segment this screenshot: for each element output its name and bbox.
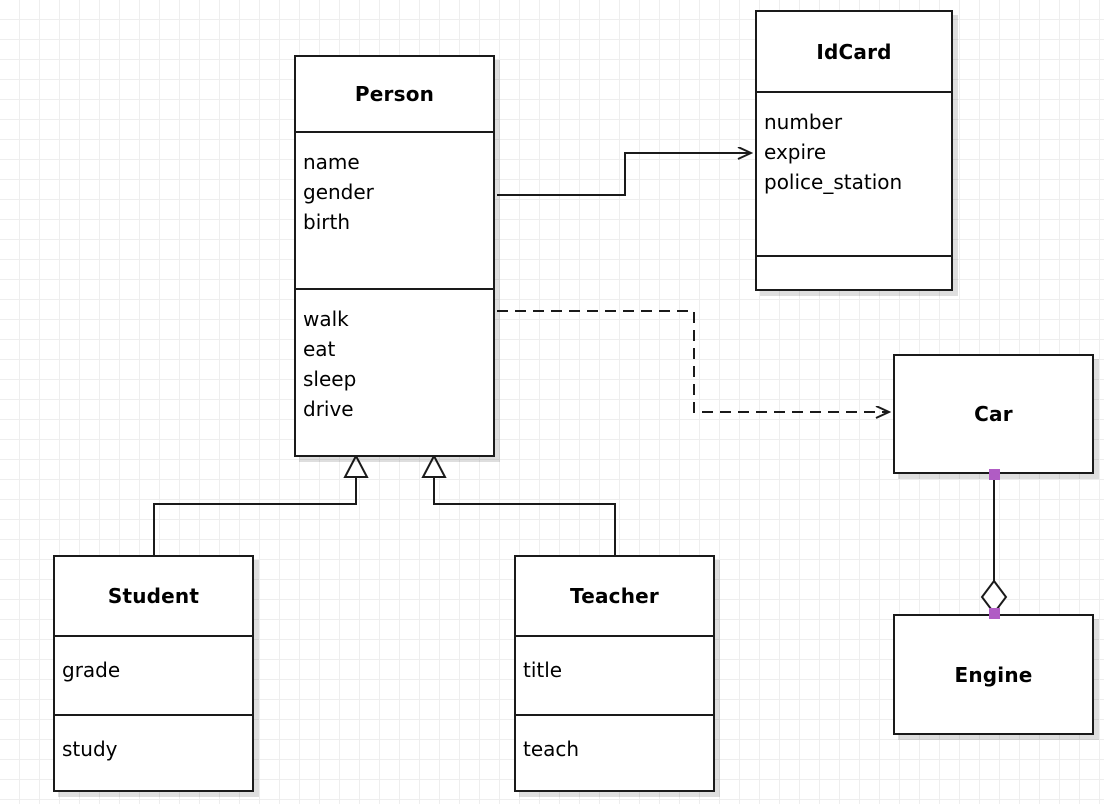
attributes-compartment-person: name gender birth xyxy=(296,131,493,288)
attribute-item: expire xyxy=(764,140,827,164)
attribute-item: grade xyxy=(62,658,121,682)
class-box-person[interactable]: Person name gender birth walk eat sleep … xyxy=(294,55,495,457)
class-name-compartment-engine: Engine xyxy=(895,616,1092,733)
operations-compartment-student: study xyxy=(55,714,252,790)
operation-item: sleep xyxy=(303,367,357,391)
edge-handle-source[interactable] xyxy=(989,469,1000,480)
class-name-engine: Engine xyxy=(954,662,1033,687)
class-box-car[interactable]: Car xyxy=(893,354,1094,474)
attributes-compartment-idcard: number expire police_station xyxy=(757,91,951,255)
attribute-item: title xyxy=(523,658,563,682)
operations-compartment-teacher: teach xyxy=(516,714,713,790)
class-box-engine[interactable]: Engine xyxy=(893,614,1094,735)
relationship-dependency-person-car[interactable] xyxy=(497,310,889,412)
attributes-compartment-teacher: title xyxy=(516,635,713,714)
operation-item: drive xyxy=(303,397,354,421)
relationship-generalization-student-person[interactable] xyxy=(153,453,369,555)
class-name-compartment-idcard: IdCard xyxy=(757,12,951,91)
operations-compartment-person: walk eat sleep drive xyxy=(296,288,493,455)
relationship-aggregation-car-engine[interactable] xyxy=(980,474,1008,615)
class-name-idcard: IdCard xyxy=(816,39,892,64)
class-name-compartment-teacher: Teacher xyxy=(516,557,713,635)
relationship-generalization-teacher-person[interactable] xyxy=(421,453,616,555)
class-name-person: Person xyxy=(354,82,435,106)
class-name-compartment-student: Student xyxy=(55,557,252,635)
attribute-item: police_station xyxy=(764,170,903,194)
attribute-item: name xyxy=(303,150,360,174)
class-box-student[interactable]: Student grade study xyxy=(53,555,254,792)
operations-compartment-idcard xyxy=(757,255,951,289)
class-name-car: Car xyxy=(974,402,1013,426)
operation-item: eat xyxy=(303,337,336,361)
attribute-item: birth xyxy=(303,210,350,234)
class-name-student: Student xyxy=(107,584,200,608)
attribute-item: gender xyxy=(303,180,374,204)
class-name-teacher: Teacher xyxy=(570,584,659,608)
class-name-compartment-car: Car xyxy=(895,356,1092,472)
class-box-teacher[interactable]: Teacher title teach xyxy=(514,555,715,792)
edge-handle-target[interactable] xyxy=(989,608,1000,619)
attribute-item: number xyxy=(764,110,843,134)
attributes-compartment-student: grade xyxy=(55,635,252,714)
operation-item: teach xyxy=(523,737,580,761)
operation-item: study xyxy=(62,737,118,761)
class-name-compartment-person: Person xyxy=(296,57,493,131)
class-box-idcard[interactable]: IdCard number expire police_station xyxy=(755,10,953,291)
relationship-association-person-idcard[interactable] xyxy=(497,153,751,196)
operation-item: walk xyxy=(303,307,349,331)
